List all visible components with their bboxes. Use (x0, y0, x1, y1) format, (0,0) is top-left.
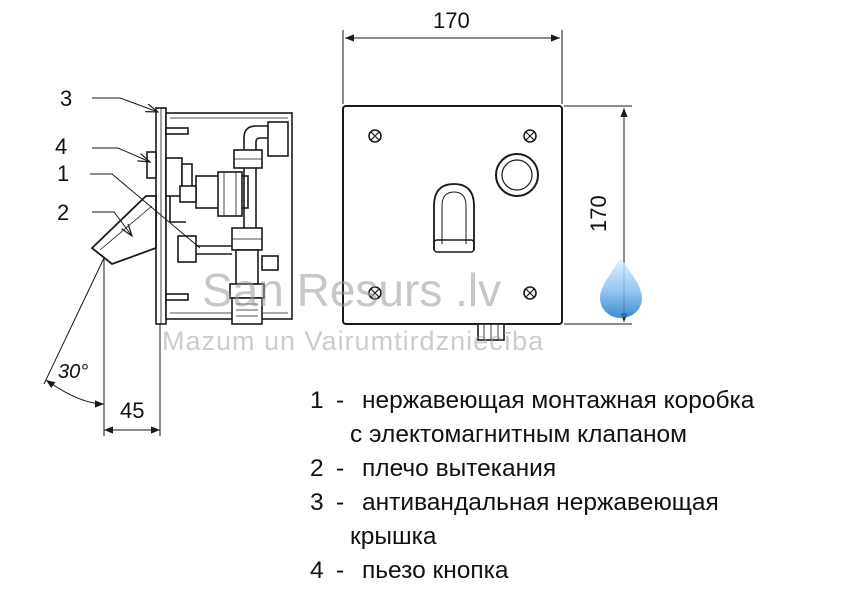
legend-number: 1 (310, 387, 324, 414)
watermark-brand: San Resurs .lv (202, 264, 501, 316)
legend-item-3-cont: крышка (350, 523, 437, 550)
callout-leaders (90, 97, 201, 249)
callout-label-2: 2 (57, 200, 70, 225)
bottom-fitting-front (477, 323, 505, 341)
legend-text: пьезо кнопка (362, 557, 509, 584)
legend-number: 2 (310, 455, 324, 482)
dimension-angle: 30° (58, 361, 88, 383)
legend-item-2: 2 - плечо вытекания (310, 452, 840, 486)
legend-item-3: 3 - антивандальная нержавеющая (310, 486, 840, 520)
front-cover (342, 105, 563, 325)
legend-text: нержавеющая монтажная коробка (362, 387, 755, 414)
legend-number: 4 (310, 557, 324, 584)
watermark: San Resurs .lv Mazum un Vairumtirdzniecī… (162, 258, 642, 356)
legend-text: плечо вытекания (362, 455, 557, 482)
depth-dimension (104, 324, 161, 436)
legend-dash: - (336, 489, 345, 516)
cover-screws (368, 129, 537, 300)
legend-dash: - (336, 387, 345, 414)
width-dimension (342, 30, 563, 104)
legend-dash: - (336, 455, 345, 482)
callout-label-4: 4 (55, 134, 68, 159)
piezo-button (146, 151, 193, 223)
callout-label-1: 1 (57, 161, 70, 186)
lower-fitting (177, 227, 279, 325)
legend-item-1: 1 - нержавеющая монтажная коробка (310, 384, 840, 418)
legend: 1 - нержавеющая монтажная коробка с элек… (310, 384, 840, 588)
angle-dimension (43, 257, 105, 436)
watermark-tagline: Mazum un Vairumtirdzniecība (162, 326, 544, 356)
legend-dash: - (336, 557, 345, 584)
front-view (342, 105, 563, 341)
legend-item-1-cont: с электомагнитным клапаном (350, 421, 687, 448)
dimension-height: 170 (586, 195, 611, 232)
upper-pipe (233, 121, 289, 228)
legend-text: антивандальная нержавеющая (362, 489, 719, 516)
callout-label-3: 3 (60, 86, 73, 111)
dimension-width: 170 (433, 8, 470, 33)
side-view (90, 107, 293, 325)
water-drop-icon (600, 258, 642, 318)
legend-number: 3 (310, 489, 324, 516)
dimension-depth: 45 (120, 398, 144, 423)
piezo-button-front (495, 153, 539, 197)
solenoid-valve (179, 171, 249, 217)
legend-item-4: 4 - пьезо кнопка (310, 554, 840, 588)
spout-front (433, 183, 475, 253)
